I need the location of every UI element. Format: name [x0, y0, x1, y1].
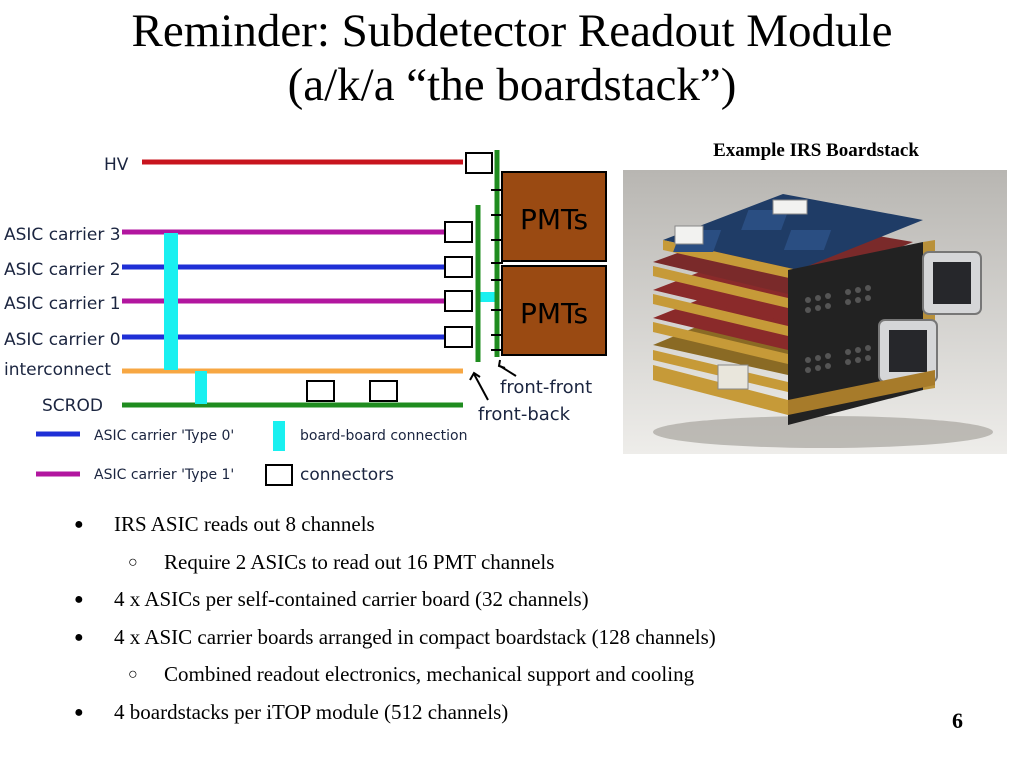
bullet-marker: ●	[74, 591, 84, 609]
bullet-marker: ●	[74, 516, 84, 533]
pmt-box-bottom-label: PMTs	[520, 297, 588, 330]
carrier-3-label: ASIC carrier 3	[4, 225, 121, 245]
sub-bullet-item: ○ Combined readout electronics, mechanica…	[74, 656, 716, 694]
front-back-arrow	[469, 371, 489, 401]
pmt-box-top-label: PMTs	[520, 203, 588, 236]
front-back-label: front-back	[478, 404, 571, 425]
legend-type1-label: ASIC carrier 'Type 1'	[94, 467, 234, 483]
hv-connector	[465, 152, 493, 174]
legend-connector-swatch	[265, 464, 293, 486]
interconnect-label: interconnect	[4, 360, 111, 380]
bullet-text: 4 x ASIC carrier boards arranged in comp…	[114, 624, 716, 649]
legend-type0-label: ASIC carrier 'Type 0'	[94, 428, 234, 444]
slide-title-line-1: Reminder: Subdetector Readout Module	[131, 5, 893, 57]
bullet-marker: ●	[74, 628, 84, 646]
front-front-arrow	[497, 359, 517, 377]
bullet-text: Combined readout electronics, mechanical…	[164, 662, 695, 687]
bullet-list: ● IRS ASIC reads out 8 channels ○ Require 2…	[74, 506, 716, 732]
boardstack-diagram: HV ASIC carrier 3 ASIC carrier 2 ASIC ca…	[4, 150, 607, 486]
hv-label: HV	[104, 155, 129, 175]
bullet-item: ● IRS ASIC reads out 8 channels	[74, 506, 716, 544]
board-board-connection-pmt	[480, 292, 496, 302]
legend-board-conn-label: board-board connection	[300, 428, 468, 444]
slide-title: Reminder: Subdetector Readout Module (a/…	[0, 4, 1024, 112]
bullet-item: ● 4 x ASICs per self-contained carrier bo…	[74, 581, 716, 619]
bullet-item: ● 4 boardstacks per iTOP module (512 chan…	[74, 694, 716, 732]
carrier-0-label: ASIC carrier 0	[4, 330, 121, 350]
photo-caption: Example IRS Boardstack	[713, 140, 919, 161]
bullet-text: 4 boardstacks per iTOP module (512 chann…	[114, 699, 509, 724]
carrier-1-label: ASIC carrier 1	[4, 294, 121, 314]
page-number: 6	[952, 708, 963, 733]
bullet-marker: ●	[74, 703, 84, 721]
pmt-box-bottom	[501, 265, 607, 356]
bullet-item: ● 4 x ASIC carrier boards arranged in com…	[74, 619, 716, 657]
boardstack-photo	[623, 170, 1007, 454]
sub-bullet-item: ○ Require 2 ASICs to read out 16 PMT chan…	[74, 544, 716, 582]
board-board-connection-carriers	[164, 233, 178, 370]
slide-title-line-2: (a/k/a “the boardstack”)	[287, 59, 737, 111]
board-board-connection-scrod	[195, 371, 207, 404]
carrier-2-connector	[444, 256, 473, 278]
front-front-label: front-front	[500, 377, 592, 398]
carrier-1-connector	[444, 290, 473, 312]
pmt-box-top	[501, 171, 607, 262]
scrod-connector-2	[369, 380, 398, 402]
bullet-text: Require 2 ASICs to read out 16 PMT chann…	[164, 549, 555, 574]
carrier-0-connector	[444, 326, 473, 348]
legend-board-conn-swatch	[273, 421, 285, 451]
scrod-connector-1	[306, 380, 335, 402]
bullet-text: 4 x ASICs per self-contained carrier boa…	[114, 587, 589, 612]
sub-bullet-marker: ○	[128, 666, 138, 684]
carrier-3-connector	[444, 221, 473, 243]
legend-connectors-label: connectors	[300, 465, 394, 485]
bullet-text: IRS ASIC reads out 8 channels	[114, 512, 375, 536]
scrod-label: SCROD	[42, 396, 103, 416]
sub-bullet-marker: ○	[128, 553, 138, 571]
carrier-2-label: ASIC carrier 2	[4, 260, 121, 280]
